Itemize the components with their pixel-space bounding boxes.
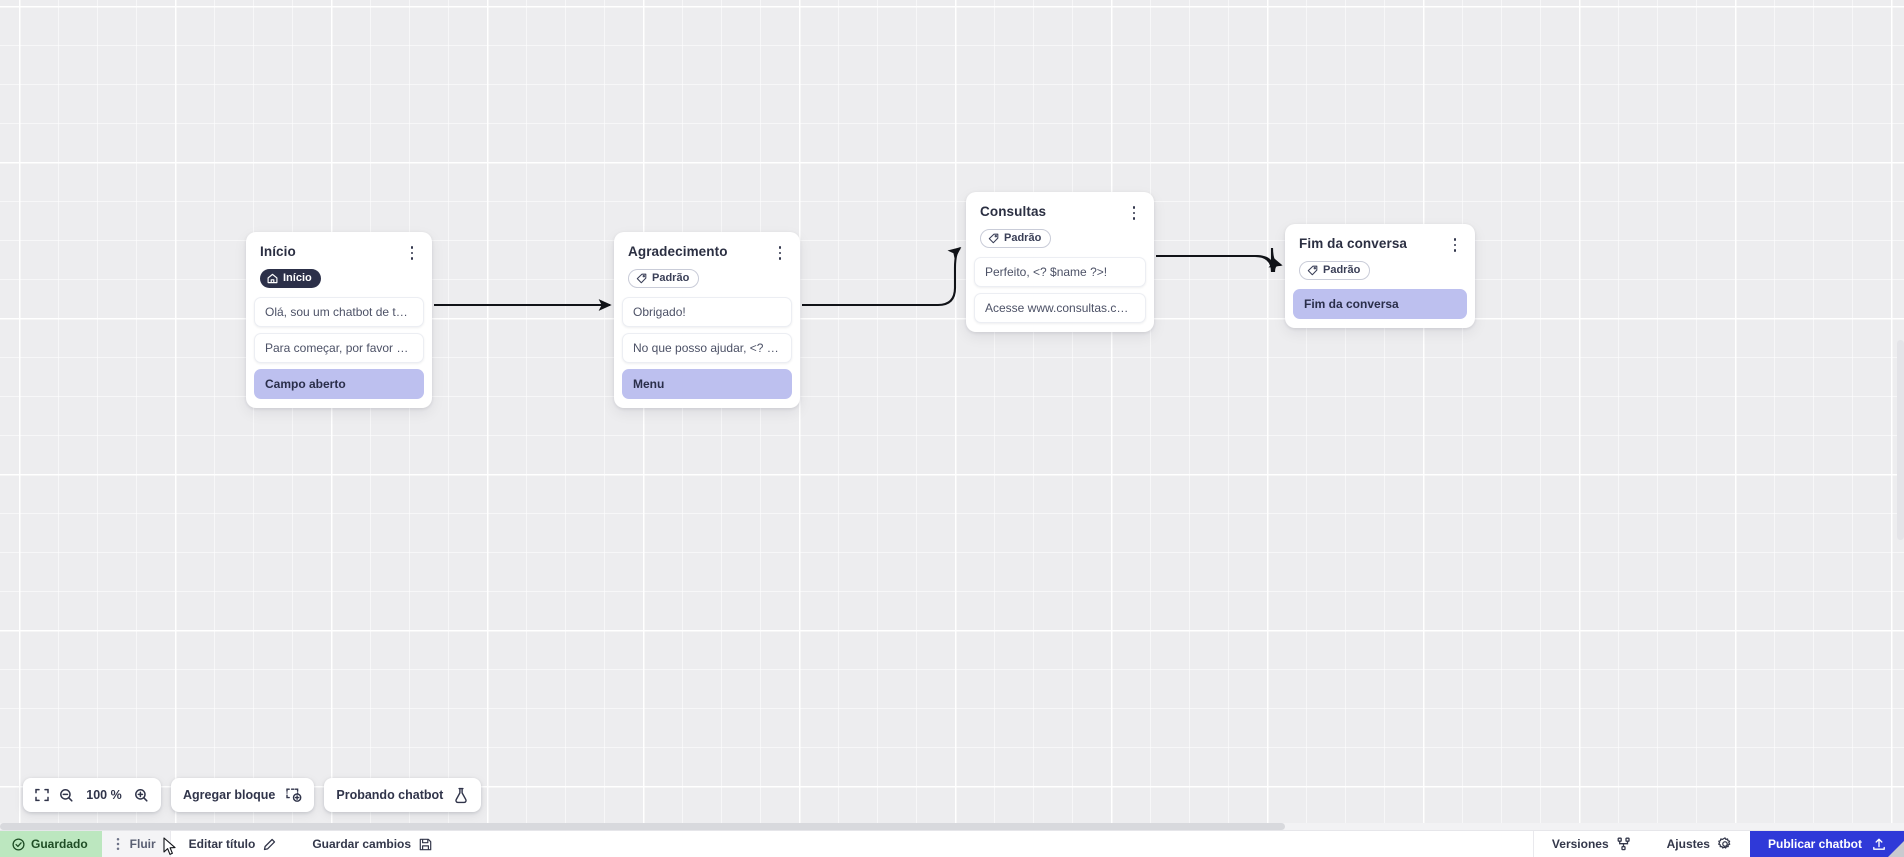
- node-badge-label: Padrão: [1323, 264, 1361, 276]
- tab-flow[interactable]: Fluir: [101, 831, 171, 857]
- node-badge-label: Padrão: [652, 272, 690, 284]
- connection-agradecimento-consultas: [802, 246, 962, 307]
- bottom-bar-spacer: [450, 831, 1533, 857]
- add-block-icon: [285, 787, 302, 803]
- connection-consultas-fim-tail: [1156, 254, 1283, 273]
- node-menu-icon[interactable]: [1447, 236, 1463, 254]
- bottom-bar-actions: Versiones Ajustes Publicar chatbot: [1532, 831, 1904, 857]
- node-message-row[interactable]: Obrigado!: [622, 297, 792, 327]
- pencil-icon: [263, 838, 276, 851]
- node-header: Início: [254, 240, 424, 262]
- node-badge[interactable]: Padrão: [628, 269, 700, 288]
- vertical-scrollbar-thumb[interactable]: [1897, 340, 1904, 540]
- node-action-row[interactable]: Menu: [622, 369, 792, 399]
- zoom-out-icon[interactable]: [59, 788, 74, 803]
- node-menu-icon[interactable]: [772, 244, 788, 262]
- node-title: Agradecimento: [628, 244, 728, 259]
- zoom-controls: 100 %: [23, 778, 161, 812]
- node-message-row[interactable]: Para começar, por favor digite o ...: [254, 333, 424, 363]
- branch-icon: [1617, 837, 1631, 851]
- edit-title-button[interactable]: Editar título: [171, 831, 295, 857]
- versions-button[interactable]: Versiones: [1534, 831, 1649, 857]
- node-action-row[interactable]: Campo aberto: [254, 369, 424, 399]
- flow-connections: [434, 246, 1283, 311]
- fit-screen-icon[interactable]: [35, 788, 49, 802]
- node-badge[interactable]: Padrão: [980, 229, 1052, 248]
- node-message-row[interactable]: Olá, sou um chatbot de teste!: [254, 297, 424, 327]
- add-block-button[interactable]: Agregar bloque: [171, 778, 315, 812]
- node-title: Início: [260, 244, 296, 259]
- saved-status-badge: Guardado: [0, 831, 102, 857]
- tab-flow-label: Fluir: [129, 837, 156, 851]
- node-menu-icon[interactable]: [1126, 204, 1142, 222]
- flask-icon: [453, 787, 469, 804]
- node-badge-row: Início: [254, 262, 424, 297]
- node-header: Agradecimento: [622, 240, 792, 262]
- canvas-vertical-scrollbar[interactable]: [1897, 0, 1904, 830]
- tag-icon: [988, 233, 999, 244]
- node-header: Consultas: [974, 200, 1146, 222]
- publish-chatbot-button[interactable]: Publicar chatbot: [1749, 831, 1904, 857]
- tag-icon: [636, 273, 647, 284]
- node-header: Fim da conversa: [1293, 232, 1467, 254]
- settings-button[interactable]: Ajustes: [1649, 831, 1750, 857]
- saved-status-label: Guardado: [31, 837, 88, 851]
- test-chatbot-label: Probando chatbot: [336, 788, 444, 802]
- gear-icon: [1718, 837, 1732, 851]
- save-changes-button[interactable]: Guardar cambios: [294, 831, 450, 857]
- check-circle-icon: [12, 837, 25, 851]
- save-icon: [419, 838, 432, 851]
- node-badge[interactable]: Início: [260, 269, 321, 288]
- node-title: Consultas: [980, 204, 1047, 219]
- connection-consultas-fim: [1156, 247, 1281, 273]
- publish-label: Publicar chatbot: [1767, 837, 1862, 851]
- node-action-row[interactable]: Fim da conversa: [1293, 289, 1467, 319]
- zoom-level-value[interactable]: 100 %: [86, 788, 122, 802]
- node-menu-icon[interactable]: [404, 244, 420, 262]
- node-title: Fim da conversa: [1299, 236, 1408, 251]
- zoom-in-icon[interactable]: [134, 788, 149, 803]
- horizontal-scrollbar-thumb[interactable]: [0, 823, 1285, 830]
- node-message-row[interactable]: No que posso ajudar, <? $name ...: [622, 333, 792, 363]
- node-badge-label: Padrão: [1004, 232, 1042, 244]
- home-icon: [267, 273, 278, 284]
- settings-label: Ajustes: [1666, 837, 1710, 851]
- versions-label: Versiones: [1551, 837, 1609, 851]
- test-chatbot-button[interactable]: Probando chatbot: [324, 778, 482, 812]
- save-changes-label: Guardar cambios: [312, 837, 412, 851]
- node-badge-row: Padrão: [974, 222, 1146, 257]
- edit-title-label: Editar título: [188, 837, 256, 851]
- canvas-toolbar: 100 % Agregar bloque Probando chatbot: [23, 778, 482, 812]
- drag-dots-icon: [116, 837, 120, 851]
- node-badge-row: Padrão: [1293, 254, 1467, 289]
- tag-icon: [1307, 265, 1318, 276]
- node-message-row[interactable]: Acesse www.consultas.com par...: [974, 293, 1146, 323]
- node-badge[interactable]: Padrão: [1299, 261, 1371, 280]
- node-message-row[interactable]: Perfeito, <? $name ?>!: [974, 257, 1146, 287]
- add-block-label: Agregar bloque: [183, 788, 276, 802]
- upload-icon: [1872, 837, 1886, 851]
- node-badge-row: Padrão: [622, 262, 792, 297]
- resize-corner-handle[interactable]: [1888, 841, 1904, 857]
- canvas-horizontal-scrollbar[interactable]: [0, 823, 1904, 830]
- node-badge-label: Início: [283, 272, 312, 284]
- bottom-status-bar: Guardado Fluir Editar título Guardar cam…: [0, 830, 1904, 857]
